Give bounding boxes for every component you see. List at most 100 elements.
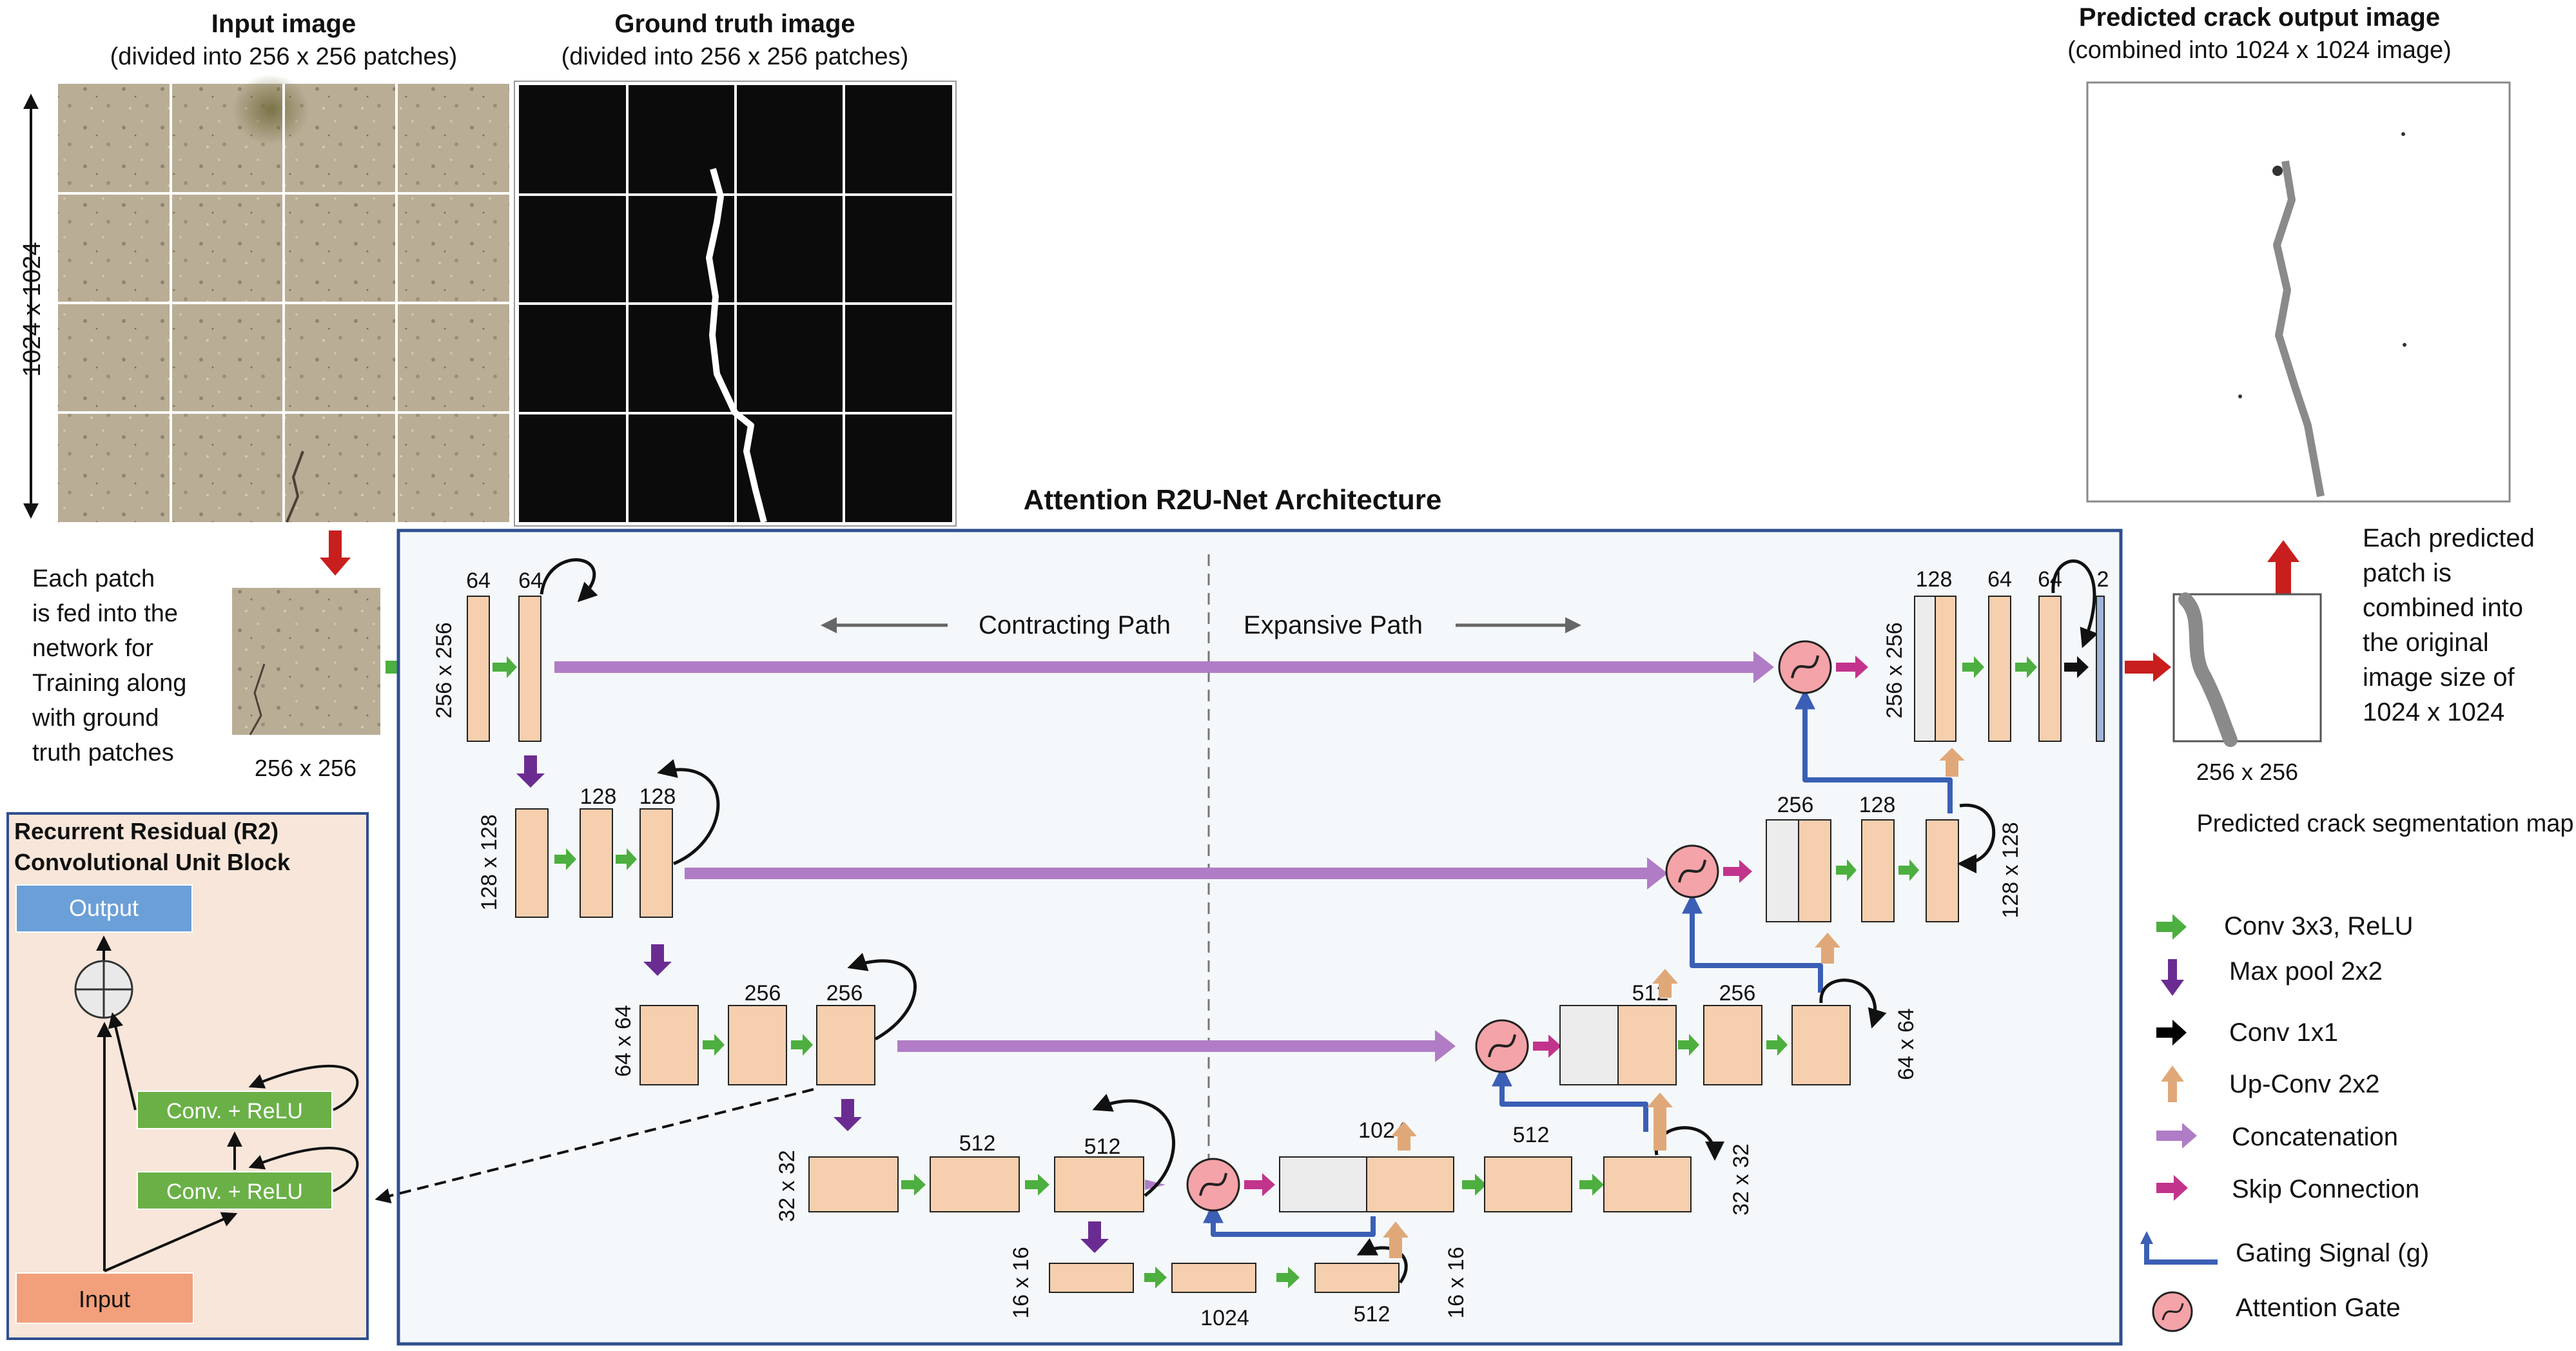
recurrent-loop-arrow — [2051, 559, 2098, 648]
decoder-2-channels-b: 128 — [1859, 793, 1896, 817]
gating-signal-level-1 — [1795, 688, 1953, 813]
gating-signal-level-3 — [1492, 1065, 1648, 1132]
patch-dimension-label: 256 x 256 — [255, 755, 356, 781]
conv-arrow — [1962, 656, 1984, 678]
maxpool-arrow — [643, 944, 672, 976]
level-3-channels-b: 256 — [826, 981, 863, 1006]
level-5-dimension-right: 16 x 16 — [1444, 1247, 1469, 1319]
predicted-output-crack — [2273, 160, 2325, 498]
decoder-2-channels-a: 256 — [1777, 793, 1814, 817]
r2-input-box — [15, 1272, 194, 1324]
r2-conv-label-1: Conv. + ReLU — [166, 1099, 303, 1123]
legend-conv3x3-icon — [2156, 914, 2187, 940]
right-text-line-1: Each predicted — [2363, 524, 2535, 552]
level-2-channels-a: 128 — [580, 784, 617, 809]
legend-concat-icon — [2156, 1123, 2197, 1149]
conv-arrow — [901, 1174, 926, 1196]
conv-arrow — [1144, 1267, 1167, 1288]
decoder-4-channels-b: 512 — [1513, 1123, 1550, 1147]
gating-signal-level-4 — [1203, 1202, 1376, 1237]
feature-block-l4-b — [930, 1156, 1020, 1212]
decoder-2-dimension: 128 x 128 — [1998, 822, 2023, 918]
legend-gating-label: Gating Signal (g) — [2236, 1239, 2429, 1267]
level-1-channels-a: 64 — [466, 569, 491, 593]
r2-title-line-2: Convolutional Unit Block — [14, 849, 291, 875]
legend-conv3x3-label: Conv 3x3, ReLU — [2224, 912, 2413, 940]
r2-title-line-1: Recurrent Residual (R2) — [14, 818, 278, 844]
decoder-1-block-b — [1988, 596, 2011, 742]
upconv-arrow — [1383, 1221, 1409, 1258]
predicted-patch-crack — [2178, 592, 2238, 747]
maxpool-arrow — [516, 755, 545, 788]
r2-detail-pointer — [375, 1088, 814, 1203]
recurrent-loop-arrow — [657, 759, 720, 866]
conv-arrow — [703, 1034, 725, 1056]
right-text-line-6: 1024 x 1024 — [2363, 698, 2504, 726]
legend-upconv-icon — [2161, 1065, 2184, 1102]
right-text-line-5: image size of — [2363, 663, 2515, 692]
upconv-arrow — [1647, 1093, 1673, 1151]
legend-skip-label: Skip Connection — [2232, 1175, 2419, 1203]
predicted-patch-dimension: 256 x 256 — [2196, 759, 2298, 785]
feature-block-l4-c — [1054, 1156, 1144, 1212]
level-3-dimension: 64 x 64 — [611, 1005, 636, 1077]
skip-connections — [1244, 656, 1868, 1196]
input-image-grid — [58, 84, 509, 522]
decoder-1-block-c — [2038, 596, 2062, 742]
gating-signal-level-2 — [1682, 893, 1823, 993]
decoder-3-concat-orange — [1617, 1005, 1677, 1085]
legend-conv1x1-label: Conv 1x1 — [2229, 1018, 2338, 1047]
level-1-channels-b: 64 — [518, 569, 543, 593]
level-4-dimension: 32 x 32 — [775, 1150, 799, 1222]
feature-block-l3-a — [639, 1005, 699, 1085]
input-image-title: Input image — [211, 10, 356, 38]
patch-text-line-5: with ground — [32, 705, 159, 732]
ground-truth-grid — [519, 85, 952, 522]
decoder-2-concat-gray — [1766, 819, 1799, 922]
decoder-1-dimension: 256 x 256 — [1882, 622, 1907, 718]
right-text-line-3: combined into — [2363, 594, 2523, 622]
recurrent-loop-arrow — [540, 558, 598, 603]
level-5-channels-b: 512 — [1354, 1302, 1390, 1327]
input-image-panel: Input image (divided into 256 x 256 patc… — [19, 10, 509, 523]
legend-concat-label: Concatenation — [2232, 1123, 2398, 1151]
skip-arrow — [1723, 860, 1752, 883]
contracting-path-label: Contracting Path — [979, 611, 1171, 639]
decoder-2-block-b — [1861, 819, 1895, 922]
legend: Conv 3x3, ReLU Max pool 2x2 Conv 1x1 Up-… — [2140, 912, 2429, 1332]
concat-bar-level-3 — [897, 1030, 1456, 1062]
conv-arrow — [791, 1034, 813, 1056]
decoder-3-dimension: 64 x 64 — [1894, 1008, 1918, 1080]
decoder-4-concat-gray — [1279, 1156, 1367, 1212]
upconv-arrow — [1391, 1122, 1417, 1151]
patch-text-line-6: truth patches — [32, 739, 174, 766]
upconv-arrow — [1652, 969, 1678, 998]
legend-conv1x1-icon — [2156, 1020, 2187, 1045]
feature-block-l3-b — [728, 1005, 787, 1085]
recurrent-loop-arrow — [847, 953, 917, 1041]
decoder-1-concat-gray — [1914, 596, 1936, 742]
r2-conv-box-1 — [137, 1091, 333, 1129]
conv-arrow — [1276, 1267, 1300, 1288]
input-image-stain — [232, 74, 309, 145]
r2-conv-box-2 — [137, 1171, 333, 1210]
skip-arrow — [1533, 1035, 1561, 1058]
level-2-channels-b: 128 — [639, 784, 676, 809]
down-arrow-to-patch — [320, 530, 351, 576]
decoder-4-concat-orange — [1366, 1156, 1454, 1212]
decoder-2-concat-orange — [1798, 819, 1831, 922]
legend-maxpool-icon — [2161, 959, 2184, 996]
feature-block-l1-a — [467, 596, 490, 742]
gating-signals — [1203, 688, 1953, 1237]
legend-skip-icon — [2156, 1175, 2188, 1201]
architecture-title: Attention R2U-Net Architecture — [1024, 484, 1442, 516]
decoder-2-block-c — [1926, 819, 1959, 922]
level-3-channels-a: 256 — [745, 981, 781, 1006]
recurrent-loop-arrow — [1957, 803, 1996, 873]
conv-arrow — [616, 848, 637, 870]
patch-text-line-4: Training along — [32, 670, 186, 697]
feature-block-l3-c — [816, 1005, 875, 1085]
input-image-crack — [286, 451, 304, 523]
right-text-line-2: patch is — [2363, 559, 2452, 587]
maxpool-arrow — [1080, 1221, 1109, 1253]
